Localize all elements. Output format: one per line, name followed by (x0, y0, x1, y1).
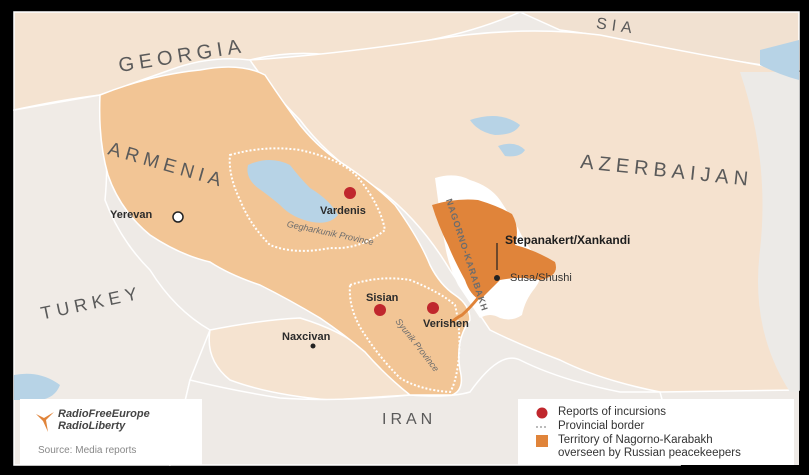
syunik-border (348, 277, 461, 394)
legend-incursions-text: Reports of incursions (558, 406, 667, 418)
susa-marker (494, 275, 500, 281)
legend-item-incursions: Reports of incursions (536, 406, 666, 419)
vardenis-incursion-dot (344, 187, 356, 199)
brand-line2: RadioLiberty (58, 420, 126, 432)
verishen-incursion-dot (427, 302, 439, 314)
lachin-corridor (450, 297, 480, 324)
territory-swatch (536, 435, 548, 447)
sisian-label: Sisian (366, 292, 399, 304)
vardenis-label: Vardenis (320, 205, 366, 217)
reservoir-2 (498, 143, 525, 157)
stepanakert-label: Stepanakert/Xankandi (505, 233, 631, 247)
legend-territory-text: Territory of Nagorno-Karabakh overseen b… (558, 434, 741, 460)
brand-name: RadioFreeEurope RadioLiberty (58, 408, 150, 432)
legend: Reports of incursions Provincial border … (518, 399, 794, 465)
yerevan-label: Yerevan (110, 209, 153, 221)
legend-territory-line2: overseen by Russian peacekeepers (558, 447, 741, 459)
water-left (14, 373, 60, 400)
legend-border-text: Provincial border (558, 420, 645, 432)
sisian-incursion-dot (374, 304, 386, 316)
water-topright (760, 40, 799, 80)
lake-sevan (247, 160, 338, 223)
brand-box: RadioFreeEurope RadioLiberty Source: Med… (20, 399, 202, 465)
legend-item-territory: Territory of Nagorno-Karabakh overseen b… (536, 434, 741, 460)
brand-line1: RadioFreeEurope (58, 408, 150, 420)
caspian-edge (740, 72, 799, 392)
yerevan-marker (172, 211, 184, 223)
border-swatch (536, 425, 548, 428)
incursion-swatch (536, 407, 548, 418)
susa-label: Susa/Shushi (510, 272, 572, 284)
iran-label: IRAN (382, 411, 437, 428)
source-credit: Source: Media reports (38, 445, 137, 456)
naxcivan-label: Naxcivan (282, 331, 331, 343)
legend-item-border: Provincial border (536, 420, 644, 433)
peacekeeper-territory (432, 199, 556, 300)
reservoir-1 (470, 116, 520, 135)
legend-territory-line1: Territory of Nagorno-Karabakh (558, 434, 713, 446)
naxcivan-marker (310, 343, 316, 349)
radio-liberty-torch-icon (36, 412, 54, 432)
verishen-label: Verishen (423, 318, 469, 330)
